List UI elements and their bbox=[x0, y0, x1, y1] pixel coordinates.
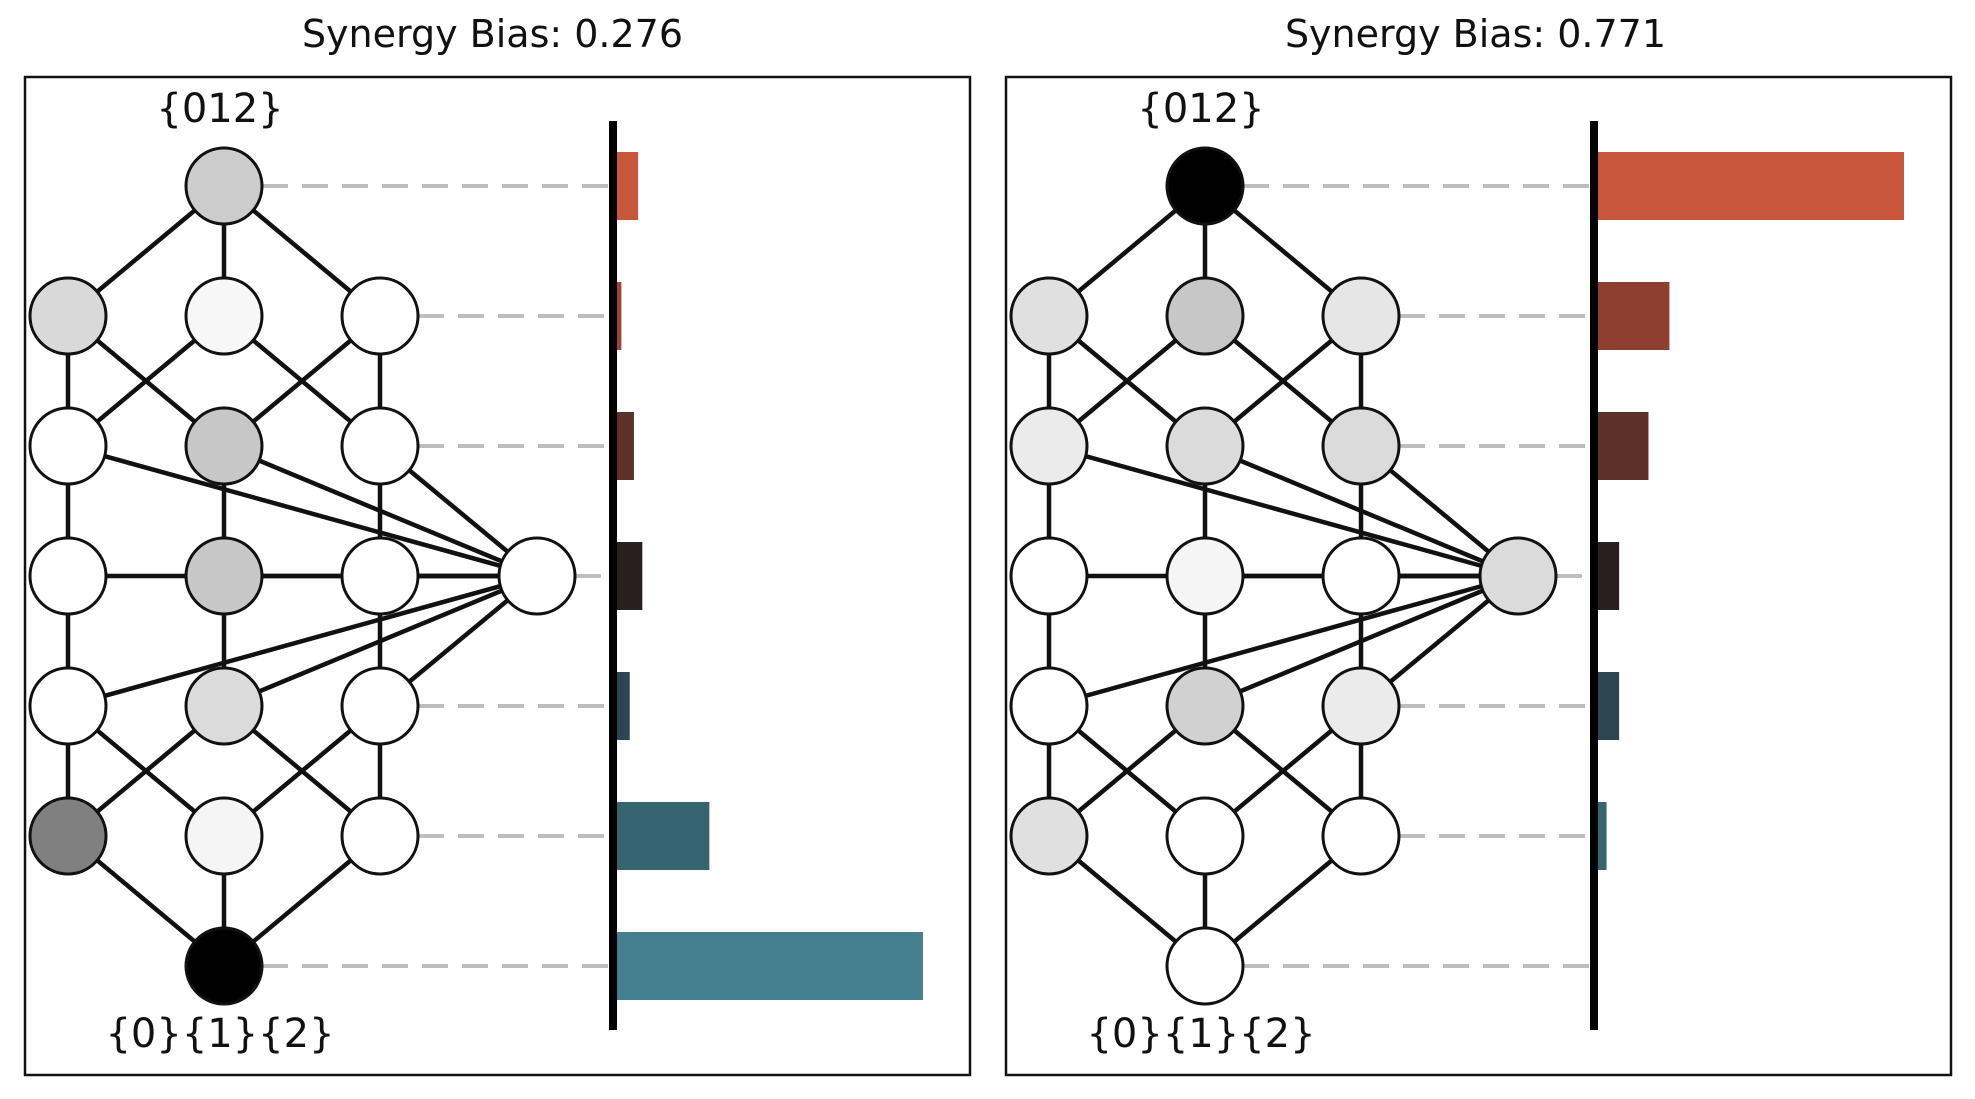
bar bbox=[1594, 282, 1670, 350]
lattice-node bbox=[340, 406, 420, 486]
lattice-edge bbox=[223, 443, 538, 579]
lattice-node bbox=[28, 536, 108, 616]
lattice-node bbox=[1009, 276, 1089, 356]
bar bbox=[613, 412, 634, 480]
lattice-node bbox=[1321, 666, 1401, 746]
lattice-edge bbox=[67, 573, 538, 709]
lattice-node bbox=[1321, 276, 1401, 356]
bottom-node-label: {0}{1}{2} bbox=[1086, 1011, 1315, 1057]
lattice-edge bbox=[1204, 443, 1519, 579]
lattice-node bbox=[1321, 406, 1401, 486]
panel-frame bbox=[23, 75, 972, 1077]
lattice-node bbox=[340, 666, 420, 746]
lattice-node bbox=[184, 796, 264, 876]
lattice-node bbox=[184, 536, 264, 616]
lattice-node bbox=[28, 796, 108, 876]
panel-frame bbox=[1004, 75, 1953, 1077]
lattice-node bbox=[1165, 796, 1245, 876]
lattice-node bbox=[1009, 406, 1089, 486]
lattice-node bbox=[1165, 666, 1245, 746]
top-node-label: {012} bbox=[1137, 86, 1264, 132]
bar bbox=[1594, 672, 1620, 740]
lattice-node bbox=[340, 796, 420, 876]
lattice-node bbox=[28, 666, 108, 746]
lattice-node bbox=[1321, 796, 1401, 876]
bar bbox=[613, 932, 923, 1000]
lattice-node bbox=[28, 406, 108, 486]
lattice-edge bbox=[1048, 443, 1519, 579]
lattice-node-top bbox=[1165, 146, 1245, 226]
panel-title-right: Synergy Bias: 0.771 bbox=[1284, 12, 1667, 56]
lattice-node-middle bbox=[497, 536, 577, 616]
lattice-node bbox=[1321, 536, 1401, 616]
lattice-node bbox=[184, 406, 264, 486]
bar bbox=[613, 802, 710, 870]
lattice-node bbox=[1009, 536, 1089, 616]
lattice-node-bottom bbox=[184, 926, 264, 1006]
bar bbox=[1594, 412, 1649, 480]
lattice-node bbox=[1165, 276, 1245, 356]
bar bbox=[1594, 542, 1620, 610]
lattice-node bbox=[1009, 796, 1089, 876]
bottom-node-label: {0}{1}{2} bbox=[105, 1011, 334, 1057]
lattice-node bbox=[184, 276, 264, 356]
top-node-label: {012} bbox=[156, 86, 283, 132]
lattice-node bbox=[1165, 536, 1245, 616]
lattice-edge bbox=[1204, 573, 1519, 709]
lattice-node bbox=[1165, 406, 1245, 486]
lattice-node bbox=[184, 666, 264, 746]
bar bbox=[1594, 152, 1904, 220]
lattice-node bbox=[340, 536, 420, 616]
lattice-node-bottom bbox=[1165, 926, 1245, 1006]
bar bbox=[613, 282, 622, 350]
lattice-edge bbox=[223, 573, 538, 709]
lattice-edge bbox=[1048, 573, 1519, 709]
lattice-edge bbox=[67, 443, 538, 579]
lattice-node bbox=[340, 276, 420, 356]
bar bbox=[613, 542, 643, 610]
panel-title-left: Synergy Bias: 0.276 bbox=[301, 12, 684, 56]
bar bbox=[613, 152, 639, 220]
lattice-node bbox=[28, 276, 108, 356]
bar bbox=[613, 672, 630, 740]
lattice-node-top bbox=[184, 146, 264, 226]
lattice-node bbox=[1009, 666, 1089, 746]
lattice-node-middle bbox=[1478, 536, 1558, 616]
